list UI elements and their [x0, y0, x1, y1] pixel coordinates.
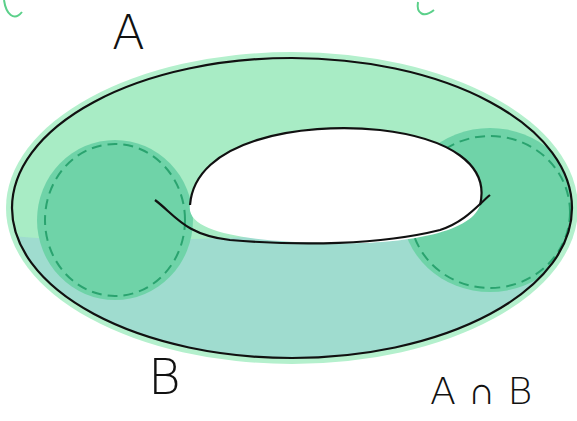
- region-label: B: [148, 352, 181, 402]
- edge-stroke: [418, 2, 434, 14]
- hole-outline: [190, 128, 482, 205]
- edge-stroke: [4, 0, 22, 16]
- torus-outline: [12, 58, 572, 358]
- intersection-left: [37, 140, 193, 300]
- intersection-label: A ∩ B: [430, 372, 532, 410]
- hole-lower-edge: [155, 195, 490, 243]
- torus-hole: [190, 128, 482, 243]
- region-halo: [6, 52, 577, 364]
- region-label: A: [112, 8, 145, 56]
- intersection-outline: [45, 144, 185, 296]
